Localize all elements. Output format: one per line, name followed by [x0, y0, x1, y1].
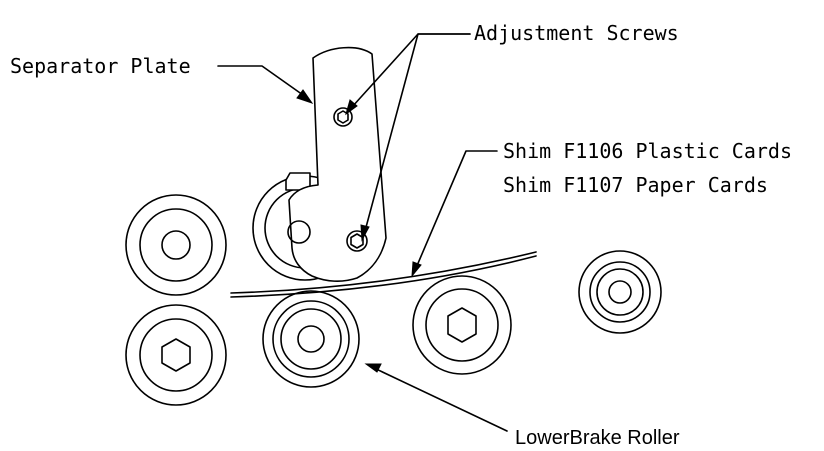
leader-lower-brake-roller: [364, 363, 508, 432]
label-shim-paper: Shim F1107 Paper Cards: [503, 173, 768, 197]
label-separator-plate: Separator Plate: [10, 54, 191, 78]
roller-left-top: [125, 194, 227, 296]
roller-far-right: [578, 250, 662, 334]
leader-adjustment-screws: [345, 33, 471, 242]
roller-left-bottom: [125, 304, 227, 406]
leader-shim: [411, 150, 498, 278]
lower-brake-roller: [262, 290, 360, 388]
shim-card: [230, 251, 537, 298]
label-lower-brake-roller: LowerBrake Roller: [515, 427, 680, 449]
label-adjustment-screws: Adjustment Screws: [474, 21, 679, 45]
separator-plate: [285, 46, 387, 282]
roller-right-middle: [412, 275, 512, 375]
label-shim-plastic: Shim F1106 Plastic Cards: [503, 139, 792, 163]
leader-separator-plate: [217, 65, 314, 104]
